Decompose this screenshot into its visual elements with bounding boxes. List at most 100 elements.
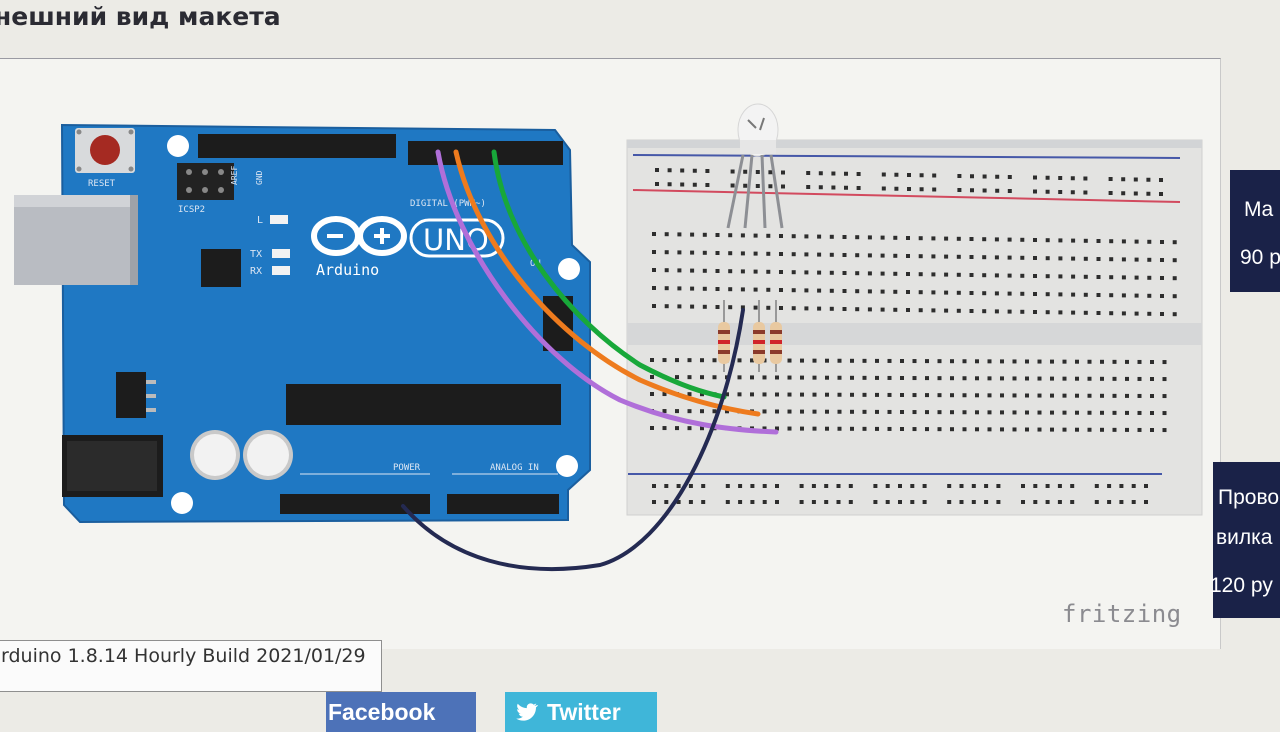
breadboard-hole [900, 376, 904, 380]
breadboard-hole [655, 168, 659, 172]
breadboard-hole [690, 232, 695, 237]
breadboard-hole [918, 272, 923, 277]
breadboard-hole [1007, 237, 1012, 242]
wire-green [491, 149, 727, 400]
breadboard-hole [957, 174, 962, 178]
breadboard-hole [994, 273, 999, 278]
breadboard-hole [922, 500, 927, 504]
breadboard-hole [1007, 255, 1012, 260]
breadboard-hole [811, 484, 816, 488]
breadboard-hole [806, 171, 811, 175]
breadboard-hole [984, 484, 989, 488]
breadboard-hole [702, 268, 707, 273]
breadboard-hole [867, 253, 872, 258]
wire-black [401, 308, 745, 572]
breadboard-hole [837, 392, 842, 397]
breadboard-hole [702, 286, 707, 291]
breadboard-hole [836, 484, 841, 488]
breadboard-hole [825, 358, 829, 363]
breadboard-hole [652, 286, 656, 290]
breadboard-hole [812, 358, 817, 363]
breadboard-hole [650, 392, 654, 396]
breadboard-hole [829, 288, 834, 293]
breadboard-hole [1150, 377, 1154, 381]
breadboard-hole [906, 290, 910, 294]
breadboard-hole [775, 484, 779, 488]
breadboard-hole [1058, 274, 1063, 279]
breadboard-hole [912, 393, 917, 398]
breadboard-hole [1172, 240, 1177, 245]
breadboard-hole [959, 484, 964, 488]
breadboard-hole [1119, 484, 1124, 488]
rgb-led [726, 103, 784, 229]
breadboard-hole [779, 270, 783, 274]
breadboard-hole [818, 185, 823, 190]
breadboard-hole [818, 171, 823, 176]
breadboard-hole [842, 307, 847, 311]
breadboard-hole [875, 392, 879, 397]
breadboard-hole [1021, 500, 1025, 504]
breadboard-hole [829, 306, 834, 311]
breadboard-hole [791, 252, 796, 257]
breadboard-hole [1133, 191, 1138, 196]
side-product-card-2[interactable]: Прово вилка 120 ру [1210, 462, 1280, 618]
breadboard-hole [1125, 376, 1129, 381]
breadboard-hole [1012, 393, 1017, 398]
twitter-share-button[interactable]: Twitter [505, 692, 657, 732]
breadboard-hole [906, 236, 910, 240]
breadboard-hole [962, 427, 967, 432]
reset-label: RESET [88, 179, 116, 189]
breadboard-hole [825, 426, 829, 431]
breadboard-hole [987, 410, 992, 415]
breadboard-hole [829, 234, 834, 239]
facebook-share-button[interactable]: Facebook [326, 692, 476, 732]
breadboard-hole [1162, 394, 1167, 399]
breadboard-hole [962, 359, 967, 364]
breadboard-hole [1137, 393, 1142, 398]
breadboard-hole [867, 271, 872, 276]
breadboard-hole [1071, 238, 1076, 243]
breadboard-hole [831, 171, 836, 176]
breadboard-hole [837, 409, 842, 414]
breadboard-hole [850, 392, 854, 397]
breadboard-hole [925, 376, 929, 381]
breadboard-hole [662, 392, 667, 397]
breadboard-hole [1025, 410, 1029, 415]
breadboard-hole [652, 484, 656, 488]
breadboard-hole [1045, 189, 1050, 194]
breadboard-hole [995, 188, 1000, 193]
breadboard-hole [1007, 291, 1012, 296]
breadboard-hole [855, 307, 860, 312]
breadboard-hole [944, 290, 949, 295]
breadboard-hole [804, 288, 809, 293]
facebook-share-label: Facebook [328, 698, 436, 725]
breadboard-hole [910, 500, 915, 504]
breadboard-hole [1146, 191, 1151, 196]
breadboard-hole [1012, 376, 1017, 381]
breadboard-hole [925, 393, 929, 398]
breadboard-hole [1025, 376, 1029, 381]
breadboard-hole [1150, 411, 1154, 415]
breadboard-hole [715, 251, 720, 255]
breadboard-hole [969, 273, 974, 277]
breadboard-hole [1159, 178, 1163, 182]
breadboard-hole [812, 392, 817, 397]
breadboard-hole [918, 236, 923, 241]
breadboard-hole [995, 174, 1000, 179]
side-product-card-1[interactable]: Ma 90 р [1230, 170, 1280, 292]
breadboard-hole [1134, 257, 1139, 262]
breadboard-hole [755, 170, 760, 174]
breadboard-hole [932, 187, 937, 192]
breadboard-hole [1112, 376, 1117, 381]
fritzing-watermark: fritzing [1062, 600, 1182, 628]
breadboard-hole [856, 172, 861, 176]
led-l-label: L [257, 215, 263, 226]
breadboard-hole [1033, 189, 1037, 194]
breadboard-hole [885, 484, 890, 488]
breadboard-hole [1109, 239, 1114, 244]
breadboard-hole [738, 500, 743, 504]
breadboard-hole [1125, 359, 1129, 364]
breadboard-hole [687, 409, 692, 414]
breadboard-hole [1057, 500, 1062, 504]
breadboard-hole [925, 359, 929, 364]
